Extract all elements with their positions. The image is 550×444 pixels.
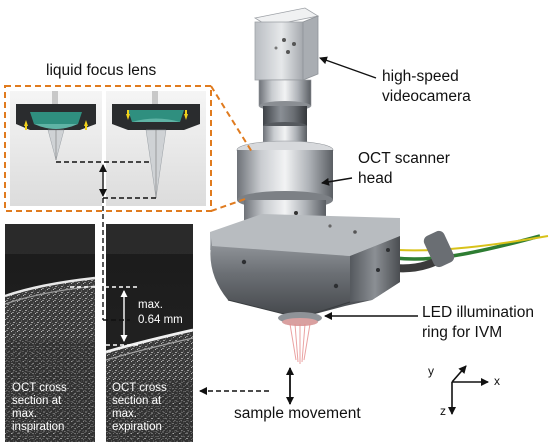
scanner-label-line1: OCT scanner (358, 150, 450, 167)
focus-link-lines (56, 161, 156, 321)
oct-image-inspiration (4, 224, 96, 442)
axis-label-x: x (494, 374, 500, 388)
oct-right-caption-line3: max. (112, 408, 137, 420)
oct-right-caption-line2: section at (112, 395, 162, 407)
sample-movement-label: sample movement (234, 405, 361, 422)
axis-label-z: z (440, 404, 446, 418)
camera-label-line2: videocamera (382, 88, 471, 105)
liquid-focus-lens-label: liquid focus lens (46, 62, 157, 79)
oct-left-caption-line3: max. (12, 408, 37, 420)
dimension-label-line1: max. (138, 299, 163, 311)
oct-right-caption-line4: expiration (112, 421, 162, 433)
oct-scanner-head (210, 214, 400, 319)
scanner-label-line2: head (358, 170, 393, 187)
camera-label-line1: high-speed (382, 68, 459, 85)
oct-left-caption-line1: OCT cross (12, 382, 67, 394)
lens-panel-far-focus (106, 91, 206, 206)
surface-reference-lines (70, 286, 140, 346)
sample-movement-arrows (199, 367, 294, 405)
led-label-line2: ring for IVM (422, 324, 503, 341)
label-leader-arrows (319, 56, 418, 320)
oct-left-caption-line4: inspiration (12, 421, 65, 433)
lens-highlight-callout (4, 85, 253, 212)
led-label-line1: LED illumination (422, 304, 534, 321)
fiber-cables (391, 230, 549, 273)
lens-panel-near-focus (10, 91, 102, 206)
oct-right-caption-line1: OCT cross (112, 382, 167, 394)
coordinate-axes (448, 365, 489, 415)
led-illumination-ring (278, 312, 322, 364)
high-speed-videocamera (253, 7, 320, 130)
dimension-label-line2: 0.64 mm (138, 314, 183, 326)
axis-label-y: y (428, 364, 434, 378)
oct-left-caption-line2: section at (12, 395, 62, 407)
